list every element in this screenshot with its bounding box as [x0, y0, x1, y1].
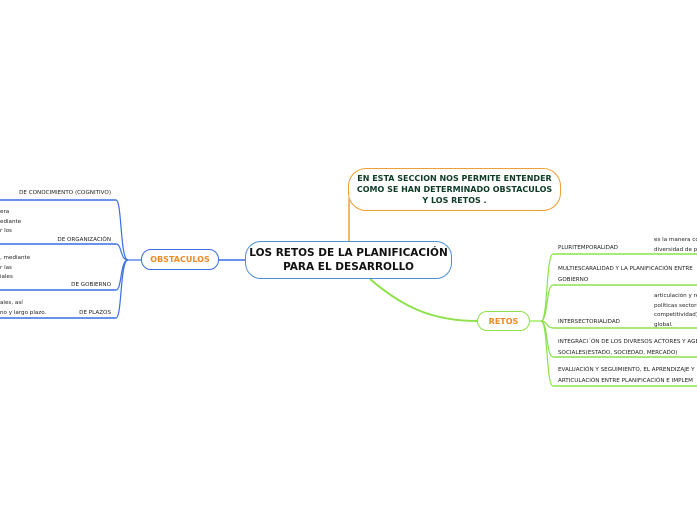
obstaculo-item-organizacion[interactable]: DE ORGANIZACIÓN [57, 237, 111, 243]
reto-item-multiescaralidad-line2: GOBIERNO [558, 277, 589, 283]
obstaculo-desc-gobierno: , mediante r las iales [0, 255, 31, 280]
note-topic[interactable]: EN ESTA SECCION NOS PERMITE ENTENDER COM… [348, 168, 561, 211]
note-line3: Y LOS RETOS . [422, 196, 487, 205]
obstaculo-desc-organizacion: era ediante r los [0, 209, 22, 234]
reto-item-integracion-line1: INTEGRACI´ÓN DE LOS DIVRESOS ACTORES Y A… [558, 339, 697, 345]
reto-desc-pluritemporalidad: es la manera co diversidad de p [654, 237, 697, 253]
reto-item-integracion-line2: SOCIALES(ESTADO, SOCIEDAD, MERCADO) [558, 350, 678, 356]
reto-item-evaluacion-line1: EVALUACIÓN Y SEGUIMIENTO, EL APRENDIZAJE… [558, 367, 695, 373]
reto-desc-intersectorialidad: articulación y re políticas sectori comp… [654, 293, 697, 328]
obstaculo-item-plazos[interactable]: DE PLAZOS [79, 310, 111, 316]
obstaculos-topic[interactable]: OBSTACULOS [141, 249, 219, 270]
reto-item-evaluacion-line2: ARTICULACIÓN ENTRE PLANIFICACIÓN E IMPLE… [558, 378, 693, 384]
reto-item-evaluacion[interactable]: EVALUACIÓN Y SEGUIMIENTO, EL APRENDIZAJE… [558, 366, 695, 385]
central-topic-line2: PARA EL DESARROLLO [283, 261, 414, 273]
reto-item-multiescaralidad[interactable]: MULTIESCARALIDAD Y LA PLANIFICACIÓN ENTR… [558, 265, 693, 284]
note-line2: COMO SE HAN DETERMINADO OBSTACULOS [356, 185, 553, 194]
obstaculo-item-conocimiento[interactable]: DE CONOCIMIENTO (COGNITIVO) [19, 190, 111, 196]
central-topic[interactable]: LOS RETOS DE LA PLANIFICACIÓN PARA EL DE… [245, 241, 452, 279]
obstaculo-item-gobierno[interactable]: DE GOBIERNO [71, 282, 111, 288]
retos-label: RETOS [488, 316, 519, 326]
reto-item-multiescaralidad-line1: MULTIESCARALIDAD Y LA PLANIFICACIÓN ENTR… [558, 266, 693, 272]
central-topic-line1: LOS RETOS DE LA PLANIFICACIÓN [249, 247, 448, 259]
reto-item-intersectorialidad[interactable]: INTERSECTORIALIDAD [558, 319, 620, 325]
obstaculos-label: OBSTACULOS [150, 255, 210, 264]
retos-topic[interactable]: RETOS [477, 311, 530, 331]
note-line1: EN ESTA SECCION NOS PERMITE ENTENDER [357, 174, 552, 183]
reto-item-integracion[interactable]: INTEGRACI´ÓN DE LOS DIVRESOS ACTORES Y A… [558, 338, 697, 357]
reto-item-pluritemporalidad[interactable]: PLURITEMPORALIDAD [558, 245, 618, 251]
obstaculo-desc-plazos: ales, así no y largo plazo. [0, 300, 47, 316]
